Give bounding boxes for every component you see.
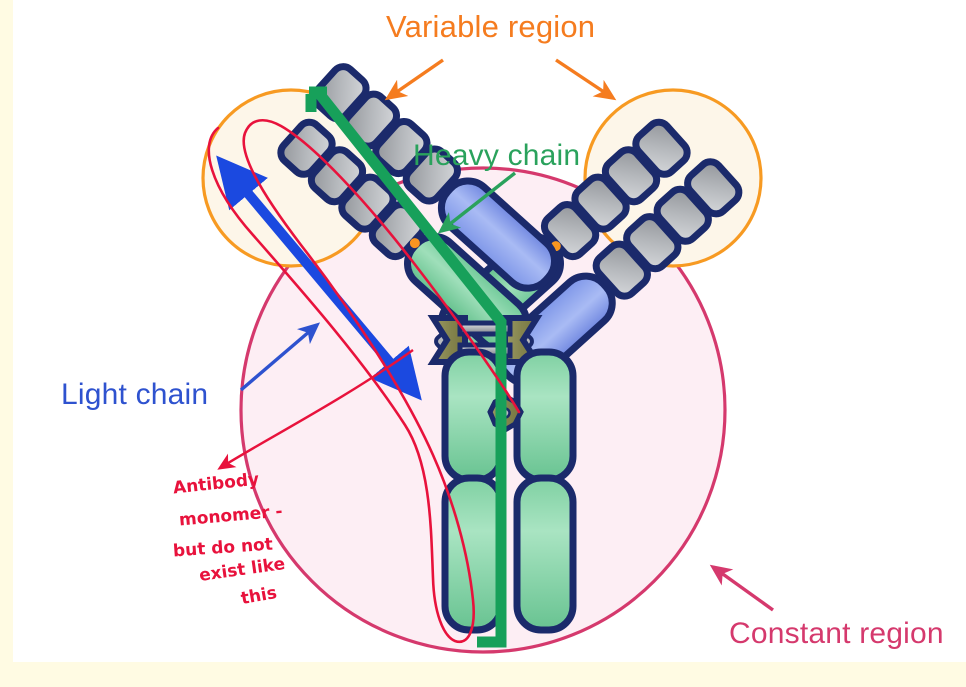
handwritten-ellipse <box>207 119 521 644</box>
constant-region-arrow <box>709 564 774 612</box>
variable-region-arrow-right <box>555 58 617 101</box>
variable-region-arrow-left <box>384 58 444 101</box>
handwritten-leader-arrow <box>217 349 414 470</box>
light-chain-label: Light chain <box>61 378 209 411</box>
heavy-chain-arrow <box>437 171 517 234</box>
disulfide-bond-upper <box>457 320 513 337</box>
constant-region-label: Constant region <box>729 617 944 650</box>
variable-region-label: Variable region <box>386 9 596 44</box>
light-chain-arrow <box>239 322 321 392</box>
antibody-diagram-svg <box>201 58 774 654</box>
fc-right-ch3 <box>513 474 577 634</box>
light-chain-trace-line <box>216 155 422 401</box>
left-light-variable-beads <box>592 158 743 300</box>
variable-region-circle-right <box>583 88 763 268</box>
fc-stem <box>441 348 577 634</box>
heavy-chain-label: Heavy chain <box>413 139 581 172</box>
fc-right-ch2 <box>513 348 577 484</box>
figure-canvas: Variable region Heavy chain Light chain … <box>13 0 966 662</box>
left-heavy-variable-beads <box>540 118 691 261</box>
